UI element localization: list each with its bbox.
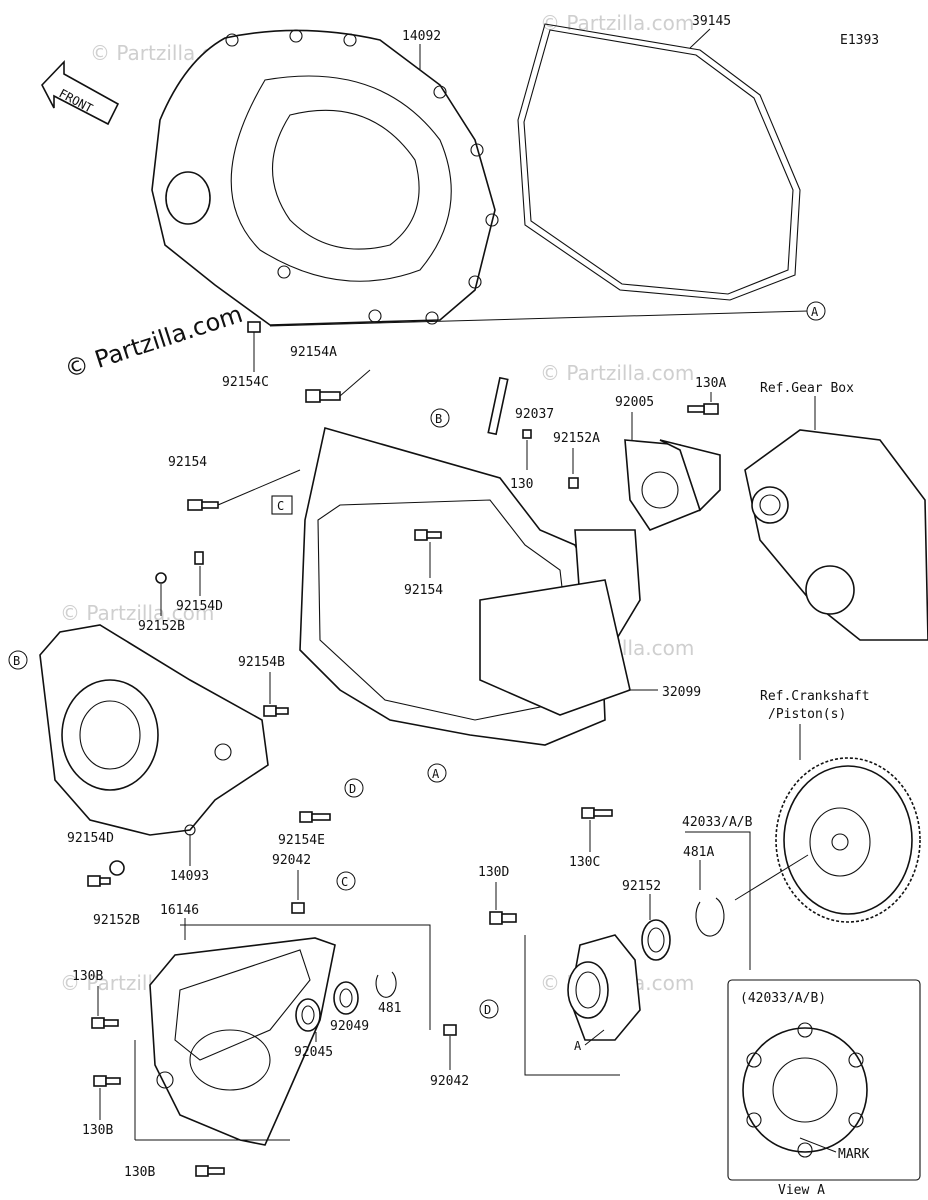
part-label-130A[interactable]: 130A <box>695 376 726 391</box>
ref-gear-box: Ref.Gear Box <box>760 381 854 396</box>
part-label-92049[interactable]: 92049 <box>330 1019 369 1034</box>
callout-c-lower: C <box>341 875 348 889</box>
part-label-130C[interactable]: 130C <box>569 855 600 870</box>
gear-box-ref <box>744 429 928 641</box>
part-label-92045[interactable]: 92045 <box>294 1045 333 1060</box>
ref-piston: /Piston(s) <box>768 707 846 722</box>
callout-d-lower: D <box>484 1003 491 1017</box>
part-label-92154B[interactable]: 92154B <box>238 655 285 670</box>
housing-16146 <box>149 937 336 1146</box>
diagram-id: E1393 <box>840 33 879 48</box>
part-label-130B[interactable]: 130B <box>72 969 103 984</box>
front-arrow-icon: FRONT <box>41 60 120 126</box>
callout-a-mid: A <box>432 767 440 781</box>
part-label-92154E[interactable]: 92154E <box>278 833 325 848</box>
part-label-14093[interactable]: 14093 <box>170 869 209 884</box>
part-label-92154D[interactable]: 92154D <box>176 599 223 614</box>
flywheel-ref <box>775 757 921 923</box>
view-a-caption: View A <box>778 1183 825 1198</box>
part-label-92154C[interactable]: 92154C <box>222 375 269 390</box>
crankcase-32099 <box>299 426 641 746</box>
part-label-92152A[interactable]: 92152A <box>553 431 600 446</box>
part-label-130[interactable]: 130 <box>510 477 533 492</box>
ref-crankshaft: Ref.Crankshaft <box>760 689 870 704</box>
part-label-92042[interactable]: 92042 <box>272 853 311 868</box>
part-label-42033[interactable]: 42033/A/B <box>682 815 753 830</box>
hub-view-a <box>742 1022 868 1158</box>
bolt-92154C <box>247 321 261 333</box>
watermark: © Partzilla.com <box>540 361 694 385</box>
hub-42033 <box>567 934 641 1041</box>
part-label-130B-2[interactable]: 130B <box>82 1123 113 1138</box>
view-a-mark: MARK <box>838 1147 869 1162</box>
part-label-92005[interactable]: 92005 <box>615 395 654 410</box>
cover-14093 <box>39 624 269 836</box>
clutch-cover-14092 <box>151 29 499 326</box>
callout-c: C <box>277 499 284 513</box>
bolt-92154A <box>305 389 341 403</box>
part-label-92154[interactable]: 92154 <box>168 455 207 470</box>
view-a-title: (42033/A/B) <box>740 991 826 1006</box>
part-label-92154-2[interactable]: 92154 <box>404 583 443 598</box>
part-label-130B-3[interactable]: 130B <box>124 1165 155 1180</box>
part-label-92154A[interactable]: 92154A <box>290 345 337 360</box>
watermark: © Partzilla.com <box>60 601 214 625</box>
callout-b: B <box>435 412 442 426</box>
gasket-39145 <box>517 23 801 301</box>
watermark-main: © Partzilla.com <box>61 300 246 384</box>
dowel-92037 <box>487 376 509 436</box>
view-a-marker: A <box>574 1039 582 1053</box>
part-label-92154D-2[interactable]: 92154D <box>67 831 114 846</box>
part-label-39145[interactable]: 39145 <box>692 14 731 29</box>
part-label-481[interactable]: 481 <box>378 1001 401 1016</box>
part-label-92037[interactable]: 92037 <box>515 407 554 422</box>
part-label-92152B[interactable]: 92152B <box>138 619 185 634</box>
watermark: © Partzilla.com <box>540 11 694 35</box>
callout-d: D <box>349 782 356 796</box>
callout-a: A <box>811 305 819 319</box>
callout-b-left: B <box>13 654 20 668</box>
part-label-16146[interactable]: 16146 <box>160 903 199 918</box>
part-label-32099[interactable]: 32099 <box>662 685 701 700</box>
gasket-92005 <box>624 439 721 531</box>
part-label-14092[interactable]: 14092 <box>402 29 441 44</box>
part-label-130D[interactable]: 130D <box>478 865 509 880</box>
part-label-481A[interactable]: 481A <box>683 845 714 860</box>
part-label-92152[interactable]: 92152 <box>622 879 661 894</box>
part-label-92042-2[interactable]: 92042 <box>430 1074 469 1089</box>
part-label-92152B-2[interactable]: 92152B <box>93 913 140 928</box>
